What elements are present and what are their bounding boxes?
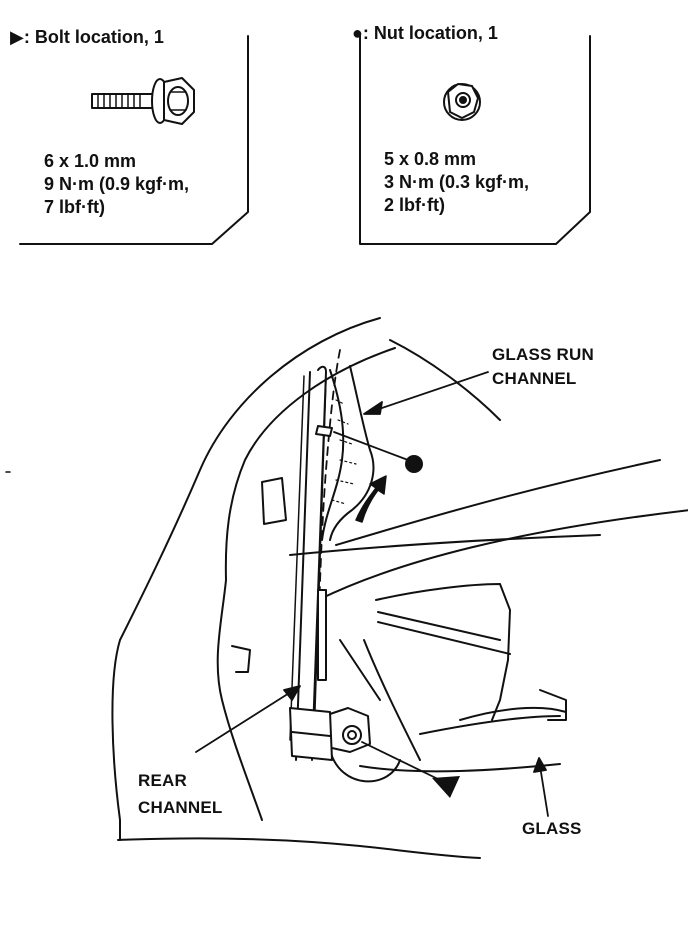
bolt-location-marker [432,776,460,798]
removal-direction-arrow [355,475,387,523]
bolt-panel-border [19,35,249,245]
rear-channel-arrow [195,685,301,753]
nut-torque-line1: 3 N·m (0.3 kgf·m, [384,172,530,192]
nut-stud [315,425,333,437]
nut-panel-border [359,35,591,245]
rear-channel-label-line1: REAR [138,771,187,790]
nut-torque-line2: 2 lbf·ft) [384,195,445,215]
nut-legend: ●: Nut location, 1 [352,23,498,43]
bolt-icon [91,77,195,125]
glass-label: GLASS [522,819,582,838]
glass-run-channel-label-line1: GLASS RUN [492,345,594,364]
door-body-outline [111,317,688,859]
glass-run-channel-label-line2: CHANNEL [492,369,577,388]
nut-leader-line [333,431,409,461]
bolt-size: 6 x 1.0 mm [44,151,137,171]
nut-location-marker [405,455,423,473]
bolt-leader-line [361,741,441,781]
glass-arrow [533,757,549,817]
rear-channel-label-line2: CHANNEL [138,798,223,817]
nut-size: 5 x 0.8 mm [384,149,477,169]
rear-channel [289,365,371,761]
glass-run-channel-arrow [363,371,489,415]
bolt-torque-line2: 7 lbf·ft) [44,197,105,217]
nut-icon [443,83,481,121]
bolt-legend: ▶: Bolt location, 1 [10,27,164,47]
bolt-torque-line1: 9 N·m (0.9 kgf·m, [44,174,190,194]
